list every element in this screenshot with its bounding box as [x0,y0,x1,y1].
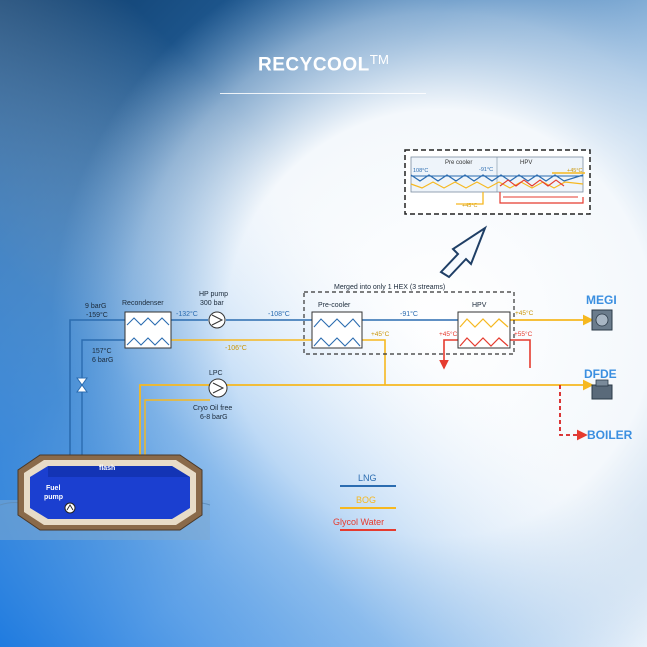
hp-pump [208,311,226,329]
temp-45-bog: +45°C [371,330,390,338]
lpc-label: LPC [209,370,223,377]
lng-return-line [77,339,125,474]
dest-megi: MEGI [586,293,617,307]
temp-132: -132°C [176,310,198,318]
precooler [311,311,363,349]
legend: LNG BOG Glycol Water [333,473,396,531]
precooler-label: Pre-cooler [318,302,351,309]
temp-45-out: +45°C [515,309,534,317]
inset-glycol-coil [499,179,565,187]
flash-label: flash [99,465,115,472]
title-trademark: TM [369,52,389,67]
title: RECYCOOLTM [0,52,647,76]
lng-flow [69,319,458,475]
return-pressure: 6 barG [92,357,113,364]
lng-tank [0,454,211,540]
title-underline [220,93,426,94]
fuel-pump-label-2: pump [44,494,63,501]
zoom-arrow [439,225,488,279]
return-valve [76,377,88,393]
glycol-flow [439,339,531,370]
inset-temp-out: +45°C [567,168,583,174]
megi-engine-icon [591,309,613,331]
recondenser [124,311,172,349]
inset-lng-coil [410,174,584,182]
temp-108: -108°C [268,310,290,318]
inlet-temp: -159°C [86,311,108,319]
bog-header-line [144,399,210,470]
fuel-pump-label-1: Fuel [46,485,60,492]
dfde-engine-icon [591,379,613,400]
merged-hex-box [303,291,515,355]
glycol-in-temp: +45°C [439,330,458,338]
inset-hex-detail: Pre cooler HPV 108°C -91°C +45°C +45°C [404,149,591,215]
hpv [457,311,511,349]
hpv-label: HPV [472,302,487,309]
lng-main-line [69,319,125,475]
inlet-pressure: 9 barG [85,303,106,310]
temp-91: -91°C [400,310,418,318]
bog-to-dfde [139,379,594,470]
boiler-dashed-line [559,385,588,441]
hp-pump-pressure: 300 bar [200,300,224,307]
dest-boiler: BOILER [587,428,633,442]
glycol-out-temp: +55°C [514,330,533,338]
legend-bog-label: BOG [356,495,376,505]
lpc-sub1: Cryo Oil free [193,405,232,412]
hp-pump-label: HP pump [199,291,228,298]
temp-106: -106°C [225,344,247,352]
legend-glycol-label: Glycol Water [333,517,384,527]
lpc-sub2: 6-8 barG [200,414,228,421]
title-text: RECYCOOL [258,54,370,76]
bog-precooler-out [362,339,386,385]
return-temp: 157°C [92,347,112,355]
inset-hpv-label: HPV [520,160,532,166]
inset-temp-bog: +45°C [462,203,478,209]
recondenser-label: Recondenser [122,300,164,307]
dest-dfde: DFDE [584,367,617,381]
inset-temp-mid: -91°C [479,167,493,173]
glycol-out-line [510,339,531,368]
inset-precooler-label: Pre cooler [445,160,472,166]
legend-lng-label: LNG [358,473,377,483]
glycol-in-line [439,339,458,370]
inset-glycol-line [499,192,584,204]
lpc-compressor [208,378,228,398]
merged-label: Merged into only 1 HEX (3 streams) [334,284,445,291]
inset-temp-in: 108°C [413,168,428,174]
inset-bog-return [456,192,484,205]
